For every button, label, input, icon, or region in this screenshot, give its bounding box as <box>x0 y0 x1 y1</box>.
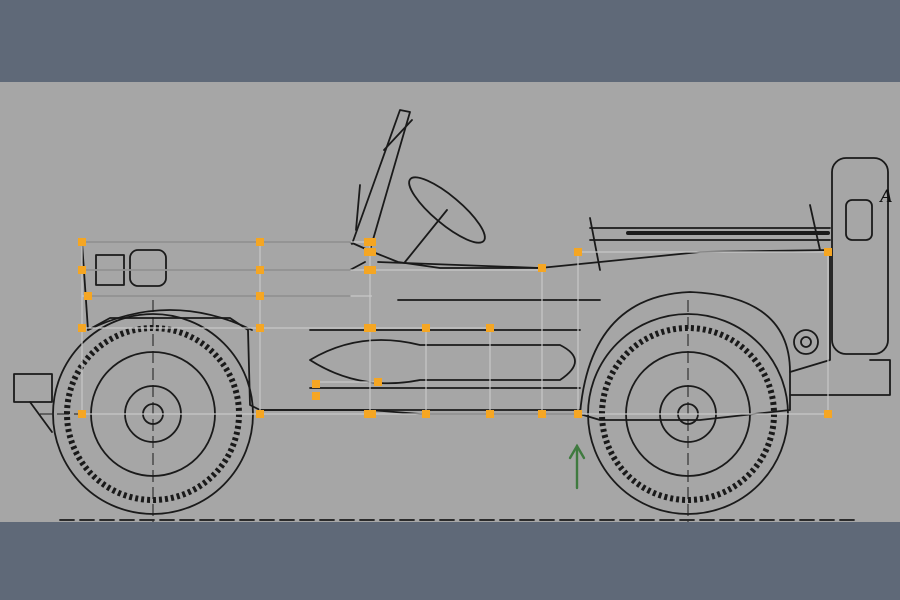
handle[interactable] <box>78 238 86 246</box>
handle[interactable] <box>824 410 832 418</box>
rear-fender <box>579 291 791 415</box>
handle[interactable] <box>256 266 264 274</box>
handle[interactable] <box>364 248 376 256</box>
handle[interactable] <box>574 248 582 256</box>
handle[interactable] <box>422 410 430 418</box>
blueprint-canvas[interactable] <box>0 82 900 522</box>
control-handles <box>78 238 832 418</box>
handle[interactable] <box>422 324 430 332</box>
handle[interactable] <box>256 292 264 300</box>
handle[interactable] <box>364 238 376 246</box>
handle[interactable] <box>256 410 264 418</box>
view-marker-label: A <box>880 186 893 207</box>
handle[interactable] <box>486 410 494 418</box>
rear-wheel <box>575 300 800 522</box>
handle[interactable] <box>538 264 546 272</box>
front-wheel <box>40 300 266 522</box>
handle[interactable] <box>374 378 382 386</box>
handle[interactable] <box>364 266 376 274</box>
handle[interactable] <box>312 380 320 388</box>
handle[interactable] <box>256 324 264 332</box>
bottom-frame <box>0 522 900 600</box>
handle[interactable] <box>574 410 582 418</box>
handle[interactable] <box>312 392 320 400</box>
handle[interactable] <box>364 324 376 332</box>
handle[interactable] <box>824 248 832 256</box>
top-frame <box>0 0 900 82</box>
handle[interactable] <box>78 324 86 332</box>
handle[interactable] <box>538 410 546 418</box>
handle[interactable] <box>256 238 264 246</box>
handle[interactable] <box>78 266 86 274</box>
arrow-up-icon <box>568 443 586 490</box>
handle[interactable] <box>364 410 376 418</box>
windshield-frame <box>351 109 411 251</box>
handle[interactable] <box>486 324 494 332</box>
drawing-viewport[interactable]: A I <box>0 82 900 522</box>
handle[interactable] <box>78 410 86 418</box>
handle[interactable] <box>84 292 92 300</box>
